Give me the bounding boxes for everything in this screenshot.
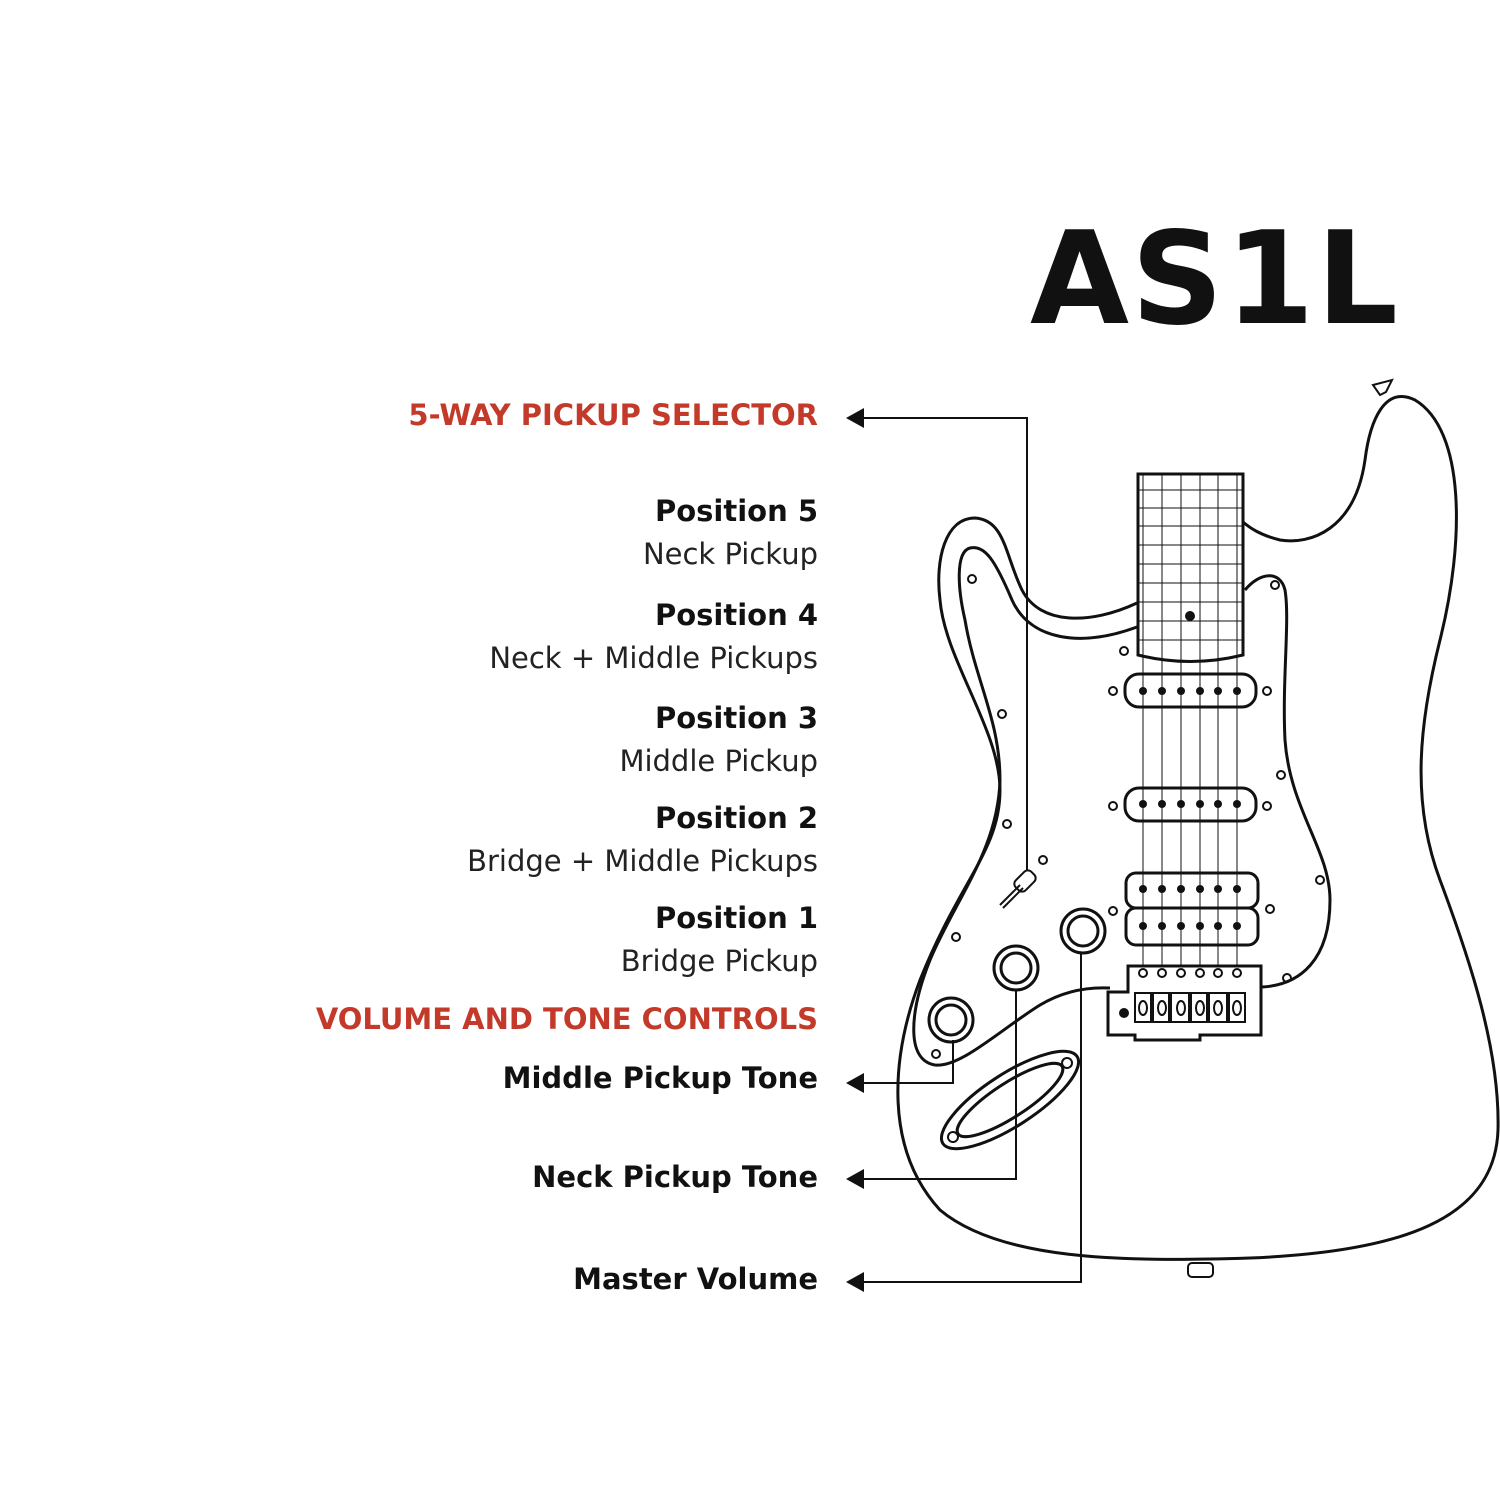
selector-heading: 5-WAY PICKUP SELECTOR xyxy=(408,398,818,432)
bridge-humbucker-coil-2 xyxy=(1124,906,1260,947)
position-5-label: Position 5 xyxy=(654,494,818,528)
middle-tone-knob xyxy=(927,996,975,1044)
strap-button-bottom xyxy=(1187,1262,1214,1278)
middle-tone-label: Middle Pickup Tone xyxy=(502,1061,818,1095)
neck-pickup xyxy=(1123,672,1258,709)
arrow-icons xyxy=(846,408,864,1292)
position-4-desc: Neck + Middle Pickups xyxy=(489,641,818,675)
jack-plate xyxy=(939,1049,1081,1151)
position-2-label: Position 2 xyxy=(654,801,818,835)
position-5-desc: Neck Pickup xyxy=(642,537,818,571)
model-title: AS1L xyxy=(1030,205,1400,354)
controls-heading: VOLUME AND TONE CONTROLS xyxy=(315,1002,818,1036)
pickup-selector-switch xyxy=(999,869,1037,909)
frets xyxy=(1138,489,1243,641)
position-1-label: Position 1 xyxy=(654,901,818,935)
neck-tone-knob xyxy=(992,944,1040,992)
position-3-label: Position 3 xyxy=(654,701,818,735)
position-4-label: Position 4 xyxy=(654,598,818,632)
middle-pickup xyxy=(1123,786,1258,823)
pickguard-screws xyxy=(931,574,1325,1059)
fretboard xyxy=(1136,472,1245,663)
callout-lines xyxy=(860,417,1082,1283)
fret-marker xyxy=(1185,611,1195,621)
bridge-saddles xyxy=(1134,968,1246,1023)
neck-tone-label: Neck Pickup Tone xyxy=(532,1160,818,1194)
position-2-desc: Bridge + Middle Pickups xyxy=(467,844,818,878)
master-volume-knob xyxy=(1059,907,1107,955)
position-3-desc: Middle Pickup xyxy=(619,744,818,778)
guitar-body-outline xyxy=(896,395,1500,1261)
strap-button-top xyxy=(1371,378,1394,397)
position-1-desc: Bridge Pickup xyxy=(620,944,818,978)
master-volume-label: Master Volume xyxy=(573,1262,818,1296)
pole-pieces xyxy=(1139,687,1241,930)
pickguard-outline xyxy=(912,546,1332,1067)
